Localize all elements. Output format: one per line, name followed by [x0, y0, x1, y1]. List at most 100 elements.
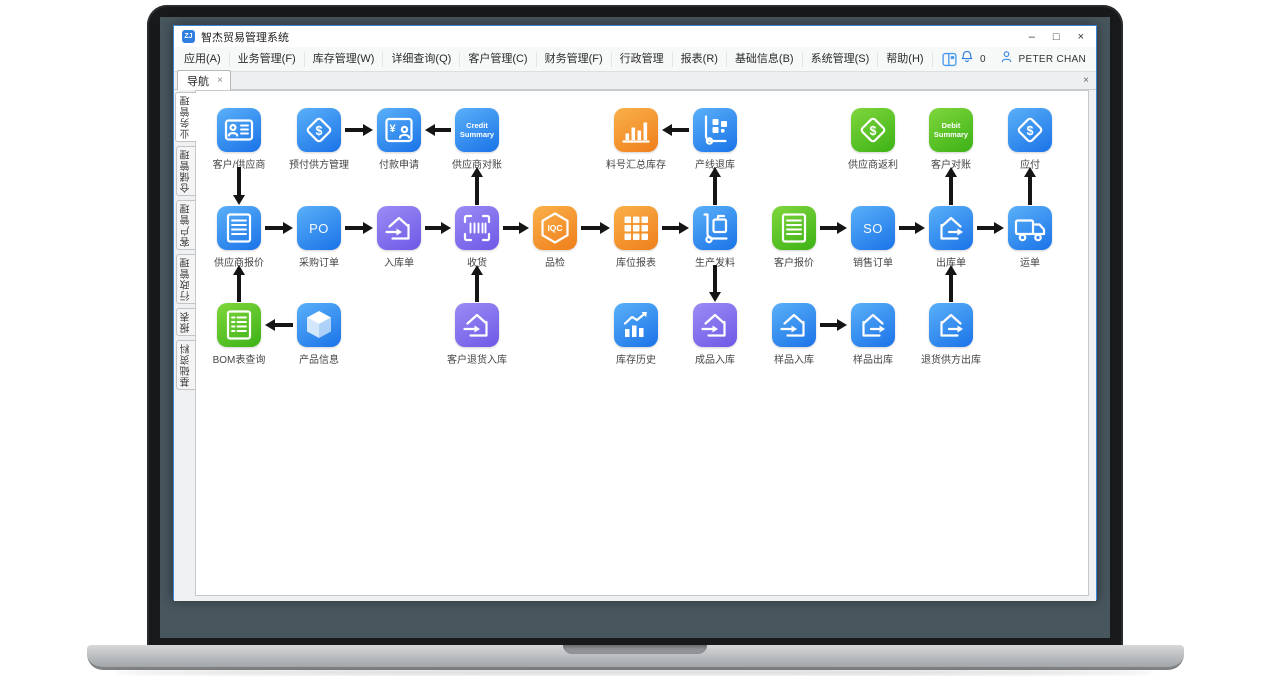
close-all-tabs-icon[interactable]: × — [1083, 75, 1089, 86]
flow-node-line-return[interactable]: 产线退库 — [677, 108, 753, 171]
flow-node-outbound-order[interactable]: 出库单 — [913, 206, 989, 269]
menu-item[interactable]: 客户管理(C) — [460, 51, 537, 67]
flow-node-supplier-quote[interactable]: 供应商报价 — [201, 206, 277, 269]
flow-node-inventory-history[interactable]: 库存历史 — [598, 303, 674, 366]
house-out-icon[interactable] — [851, 303, 895, 347]
flow-arrow — [708, 167, 721, 177]
flow-arrow — [232, 265, 245, 275]
flow-node-payable[interactable]: $应付 — [992, 108, 1068, 171]
flow-arrow — [475, 177, 479, 205]
id-card-icon[interactable] — [217, 108, 261, 152]
flow-node-sample-in[interactable]: 样品入库 — [756, 303, 832, 366]
flow-node-label: 供应商对账 — [452, 160, 502, 171]
trolley-stack-icon[interactable] — [693, 108, 737, 152]
truck-icon[interactable] — [1008, 206, 1052, 250]
flow-node-receiving[interactable]: 收货 — [439, 206, 515, 269]
house-in-icon[interactable] — [377, 206, 421, 250]
house-out-icon[interactable] — [929, 206, 973, 250]
close-button[interactable]: × — [1077, 30, 1084, 43]
minimize-button[interactable]: – — [1028, 30, 1035, 43]
flow-node-finished-goods-in[interactable]: 成品入库 — [677, 303, 753, 366]
payment-card-icon[interactable]: ¥ — [377, 108, 421, 152]
flow-node-product-info[interactable]: 产品信息 — [281, 303, 357, 366]
flow-node-label: 库位报表 — [616, 258, 656, 269]
flow-node-bom-query[interactable]: BOM表查询 — [201, 303, 277, 366]
window-title: 智杰贸易管理系统 — [201, 31, 289, 44]
side-tab[interactable]: 业务管理 — [175, 92, 196, 142]
notification-count: 0 — [979, 53, 986, 65]
menu-item[interactable]: 行政管理 — [612, 51, 673, 67]
diamond-dollar-icon[interactable]: $ — [851, 108, 895, 152]
flow-node-label: 产线退库 — [695, 160, 735, 171]
menu-item[interactable]: 详细查询(Q) — [383, 51, 461, 67]
tab-close-icon[interactable]: × — [217, 75, 223, 86]
trolley-box-icon[interactable] — [693, 206, 737, 250]
side-tab[interactable]: 行政管理 — [176, 254, 195, 304]
side-tab[interactable]: 基础资料 — [176, 340, 195, 390]
flow-node-production-issue[interactable]: 生产发料 — [677, 206, 753, 269]
menu-item[interactable]: 帮助(H) — [878, 51, 933, 67]
flow-arrow — [237, 275, 241, 302]
house-in-icon[interactable] — [455, 303, 499, 347]
menu-item[interactable]: 应用(A) — [176, 51, 230, 67]
trend-chart-icon[interactable] — [614, 303, 658, 347]
side-tab[interactable]: 仓储管理 — [176, 146, 195, 196]
flow-arrow — [662, 123, 672, 136]
flow-node-supplier-rebate[interactable]: $供应商返利 — [835, 108, 911, 171]
flow-node-label: 客户退货入库 — [447, 355, 507, 366]
notification-bell-icon[interactable] — [959, 49, 975, 70]
menu-item[interactable]: 库存管理(W) — [305, 51, 384, 67]
flow-node-payment-request[interactable]: ¥付款申请 — [361, 108, 437, 171]
menu-item[interactable]: 报表(R) — [673, 51, 727, 67]
side-tab[interactable]: 报表 — [176, 308, 195, 336]
list-doc-icon[interactable] — [772, 206, 816, 250]
side-tab[interactable]: 客户管理 — [176, 200, 195, 250]
flow-arrow — [713, 177, 717, 205]
barcode-scan-icon[interactable] — [455, 206, 499, 250]
flow-node-customer-supplier[interactable]: 客户/供应商 — [201, 108, 277, 171]
bom-doc-icon[interactable] — [217, 303, 261, 347]
flow-node-bin-report[interactable]: 库位报表 — [598, 206, 674, 269]
house-out-icon[interactable] — [929, 303, 973, 347]
flow-node-prepay-supplier[interactable]: $预付供方管理 — [281, 108, 357, 171]
list-doc-icon[interactable] — [217, 206, 261, 250]
flow-arrow — [275, 323, 293, 327]
bar-chart-icon[interactable] — [614, 108, 658, 152]
flow-arrow — [503, 226, 519, 230]
layout-icon[interactable] — [941, 51, 958, 68]
menu-item[interactable]: 系统管理(S) — [803, 51, 879, 67]
cube-icon[interactable] — [297, 303, 341, 347]
flow-node-label: 收货 — [467, 258, 487, 269]
text-badge-icon[interactable]: PO — [297, 206, 341, 250]
diamond-dollar-icon[interactable]: $ — [1008, 108, 1052, 152]
maximize-button[interactable]: □ — [1052, 30, 1060, 43]
flow-node-return-supplier-out[interactable]: 退货供方出库 — [913, 303, 989, 366]
menu-item[interactable]: 业务管理(F) — [230, 51, 305, 67]
text-badge-icon[interactable]: SO — [851, 206, 895, 250]
flow-node-shipment[interactable]: 运单 — [992, 206, 1068, 269]
flow-node-customer-return-in[interactable]: 客户退货入库 — [439, 303, 515, 366]
flow-node-customer-quote[interactable]: 客户报价 — [756, 206, 832, 269]
tab-navigation[interactable]: 导航 × — [177, 70, 231, 90]
house-in-icon[interactable] — [693, 303, 737, 347]
menu-item[interactable]: 财务管理(F) — [537, 51, 612, 67]
diamond-dollar-icon[interactable]: $ — [297, 108, 341, 152]
flow-node-label: 供应商报价 — [214, 258, 264, 269]
house-in-icon[interactable] — [772, 303, 816, 347]
flow-node-sample-out[interactable]: 样品出库 — [835, 303, 911, 366]
user-icon[interactable] — [999, 49, 1014, 69]
menu-item[interactable]: 基础信息(B) — [727, 51, 803, 67]
flow-node-partno-inventory[interactable]: 料号汇总库存 — [598, 108, 674, 171]
flow-node-inbound-order[interactable]: 入库单 — [361, 206, 437, 269]
grid-icon[interactable] — [614, 206, 658, 250]
hexagon-icon[interactable]: IQC — [533, 206, 577, 250]
